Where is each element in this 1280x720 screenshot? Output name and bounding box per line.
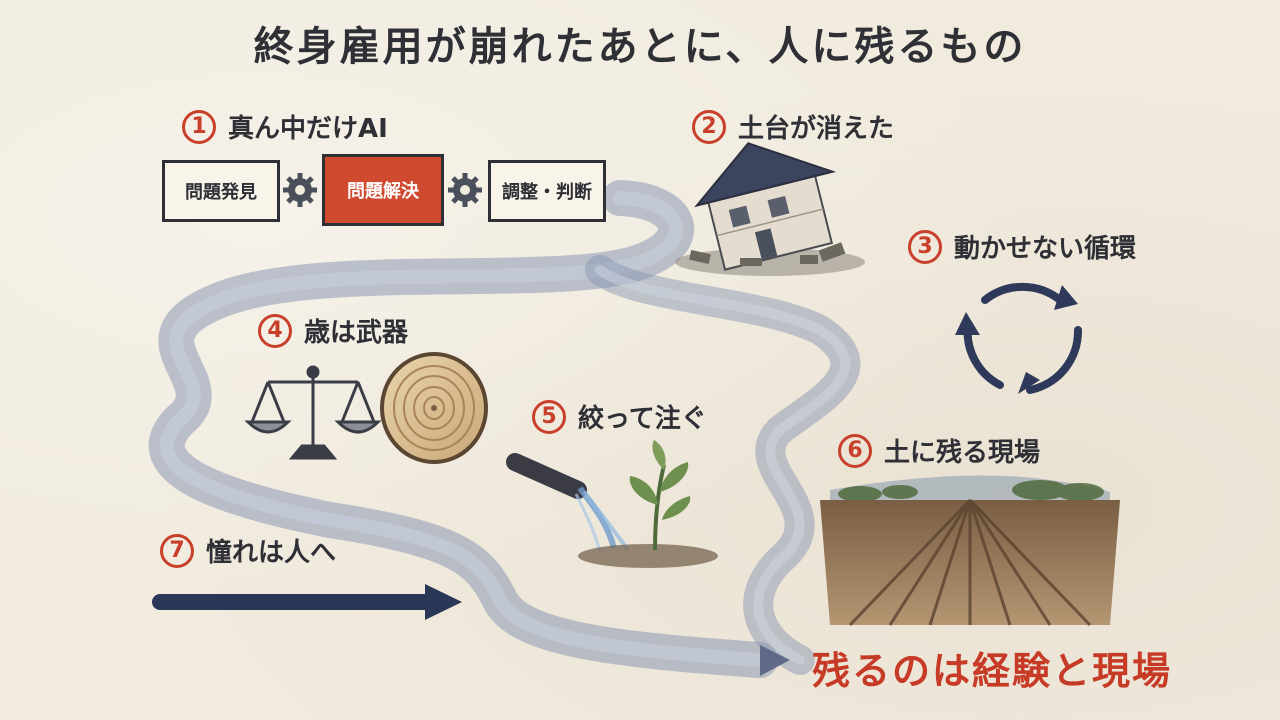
river-arrowhead-icon (760, 645, 790, 676)
section-5-heading: 5 絞って注ぐ (532, 398, 707, 435)
section-6-label: 土に残る現場 (884, 438, 1041, 468)
section-2-heading: 2 土台が消えた (692, 108, 894, 145)
process-box-problem-solving: 問題解決 (322, 154, 444, 226)
field-icon (820, 475, 1120, 627)
section-4-number: 4 (258, 313, 292, 348)
arrow-right-icon (152, 584, 462, 620)
section-3-label: 動かせない循環 (954, 234, 1137, 264)
section-7-heading: 7 憧れは人へ (160, 532, 336, 569)
section-3-number: 3 (908, 229, 942, 264)
watering-pipe-icon (506, 453, 630, 553)
section-3-heading: 3 動かせない循環 (908, 228, 1136, 265)
winding-river (148, 180, 861, 678)
section-7-number: 7 (160, 533, 194, 568)
cycle-arrows-icon (955, 282, 1083, 394)
balance-scale-icon (244, 365, 382, 460)
section-5-label: 絞って注ぐ (578, 404, 707, 434)
section-1-label: 真ん中だけAI (228, 114, 388, 144)
section-4-label: 歳は武器 (304, 318, 409, 348)
section-2-number: 2 (692, 109, 726, 144)
collapsing-house-icon (675, 142, 865, 276)
gear-icon (448, 173, 482, 207)
section-1-heading: 1 真ん中だけAI (182, 108, 388, 145)
section-6-number: 6 (838, 433, 872, 468)
seedling-icon (578, 440, 718, 568)
conclusion-text: 残るのは経験と現場 (812, 648, 1173, 693)
section-7-label: 憧れは人へ (206, 538, 337, 568)
process-box-adjust-judge: 調整・判断 (488, 160, 606, 222)
page-title: 終身雇用が崩れたあとに、人に残るもの (253, 23, 1027, 70)
section-2-label: 土台が消えた (738, 114, 895, 144)
process-box-problem-finding: 問題発見 (162, 160, 280, 222)
gear-icon (283, 173, 317, 207)
section-4-heading: 4 歳は武器 (258, 312, 408, 349)
section-1-number: 1 (182, 109, 216, 144)
section-5-number: 5 (532, 399, 566, 434)
section-6-heading: 6 土に残る現場 (838, 432, 1040, 469)
tree-ring-icon (380, 352, 488, 464)
